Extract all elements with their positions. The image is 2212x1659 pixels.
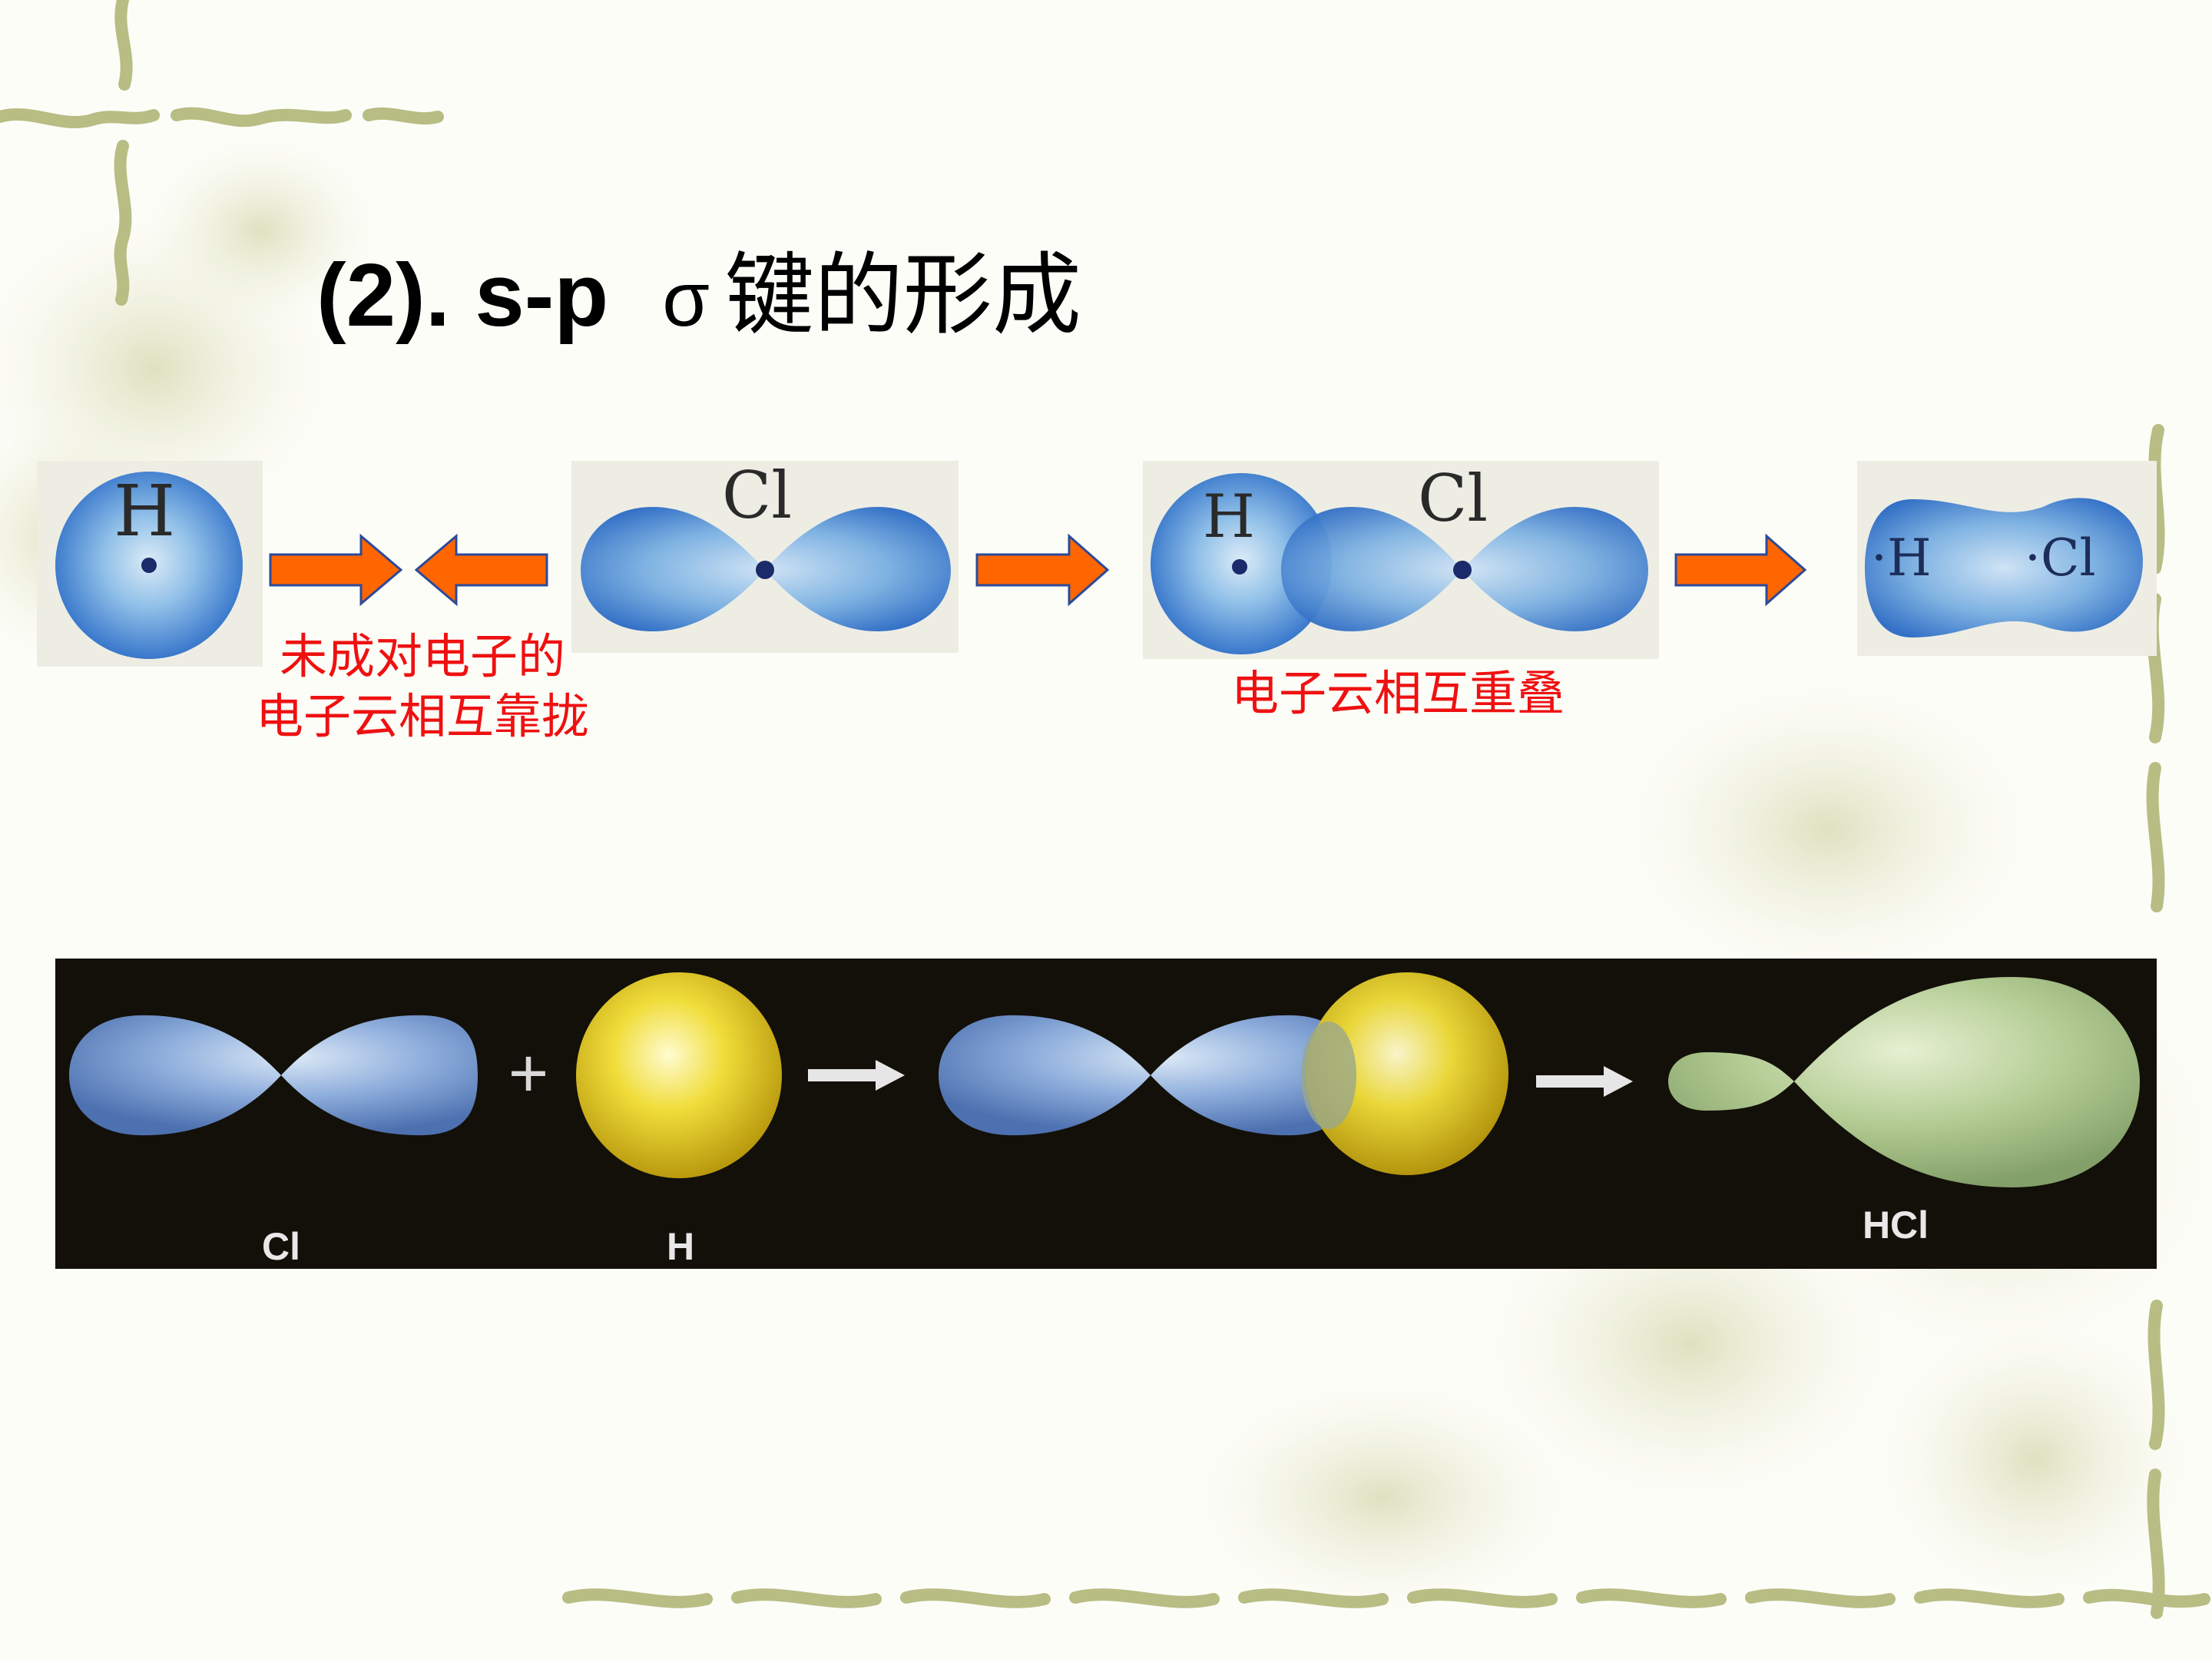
bottom-cl-label: Cl [262, 1225, 300, 1268]
bottom-overlap-p-orbital [939, 1015, 1352, 1136]
bottom-hcl-label: HCl [1863, 1204, 1929, 1247]
title-prefix: (2). s-p [316, 245, 609, 345]
caption-overlap: 电子云相互重叠 [1230, 665, 1565, 721]
title-suffix: 键的形成 [724, 245, 1081, 345]
vine-top-left-horizontal [0, 107, 444, 129]
cl-nucleus-dot [756, 561, 774, 579]
overlap-h-nucleus [1232, 559, 1247, 575]
molecule-h-label: ·H [1871, 528, 1932, 588]
bottom-h-s-orbital [576, 972, 782, 1178]
plus-sign: + [508, 1035, 549, 1112]
vine-bottom-horizontal [562, 1588, 2210, 1608]
hcl-sp-bond-orbital [1668, 977, 2140, 1187]
caption-approach-line1: 未成对电子的 [279, 628, 565, 684]
caption-approach-line2: 电子云相互靠拢 [255, 688, 589, 744]
faint-blossom-shapes [0, 138, 2212, 1613]
arrow-to-overlap [975, 533, 1110, 607]
overlap-h-label: H [1203, 482, 1256, 551]
bottom-cl-p-orbital [69, 1015, 478, 1136]
bottom-overlap-s-orbital [1306, 972, 1508, 1175]
title-sigma-symbol: σ [662, 257, 710, 343]
white-arrow-1 [808, 1060, 905, 1091]
caption-approach: 未成对电子的 电子云相互靠拢 [215, 627, 630, 747]
vine-top-left-vertical [114, 0, 133, 306]
bottom-h-label: H [667, 1225, 694, 1268]
arrow-to-molecule [1674, 533, 1807, 607]
cl-atom-label: Cl [722, 458, 793, 533]
white-arrow-2 [1536, 1066, 1633, 1097]
overlap-cl-label: Cl [1418, 461, 1488, 536]
overlap-region [1301, 1022, 1356, 1129]
overlap-cl-nucleus [1453, 561, 1472, 579]
molecule-cl-label: ·Cl [2025, 528, 2096, 588]
arrow-left-approach [414, 533, 548, 607]
h-nucleus-dot [141, 558, 157, 573]
arrow-right-approach [269, 533, 403, 607]
hcl-molecule-cloud [1865, 498, 2143, 637]
h-atom-label: H [114, 470, 176, 552]
